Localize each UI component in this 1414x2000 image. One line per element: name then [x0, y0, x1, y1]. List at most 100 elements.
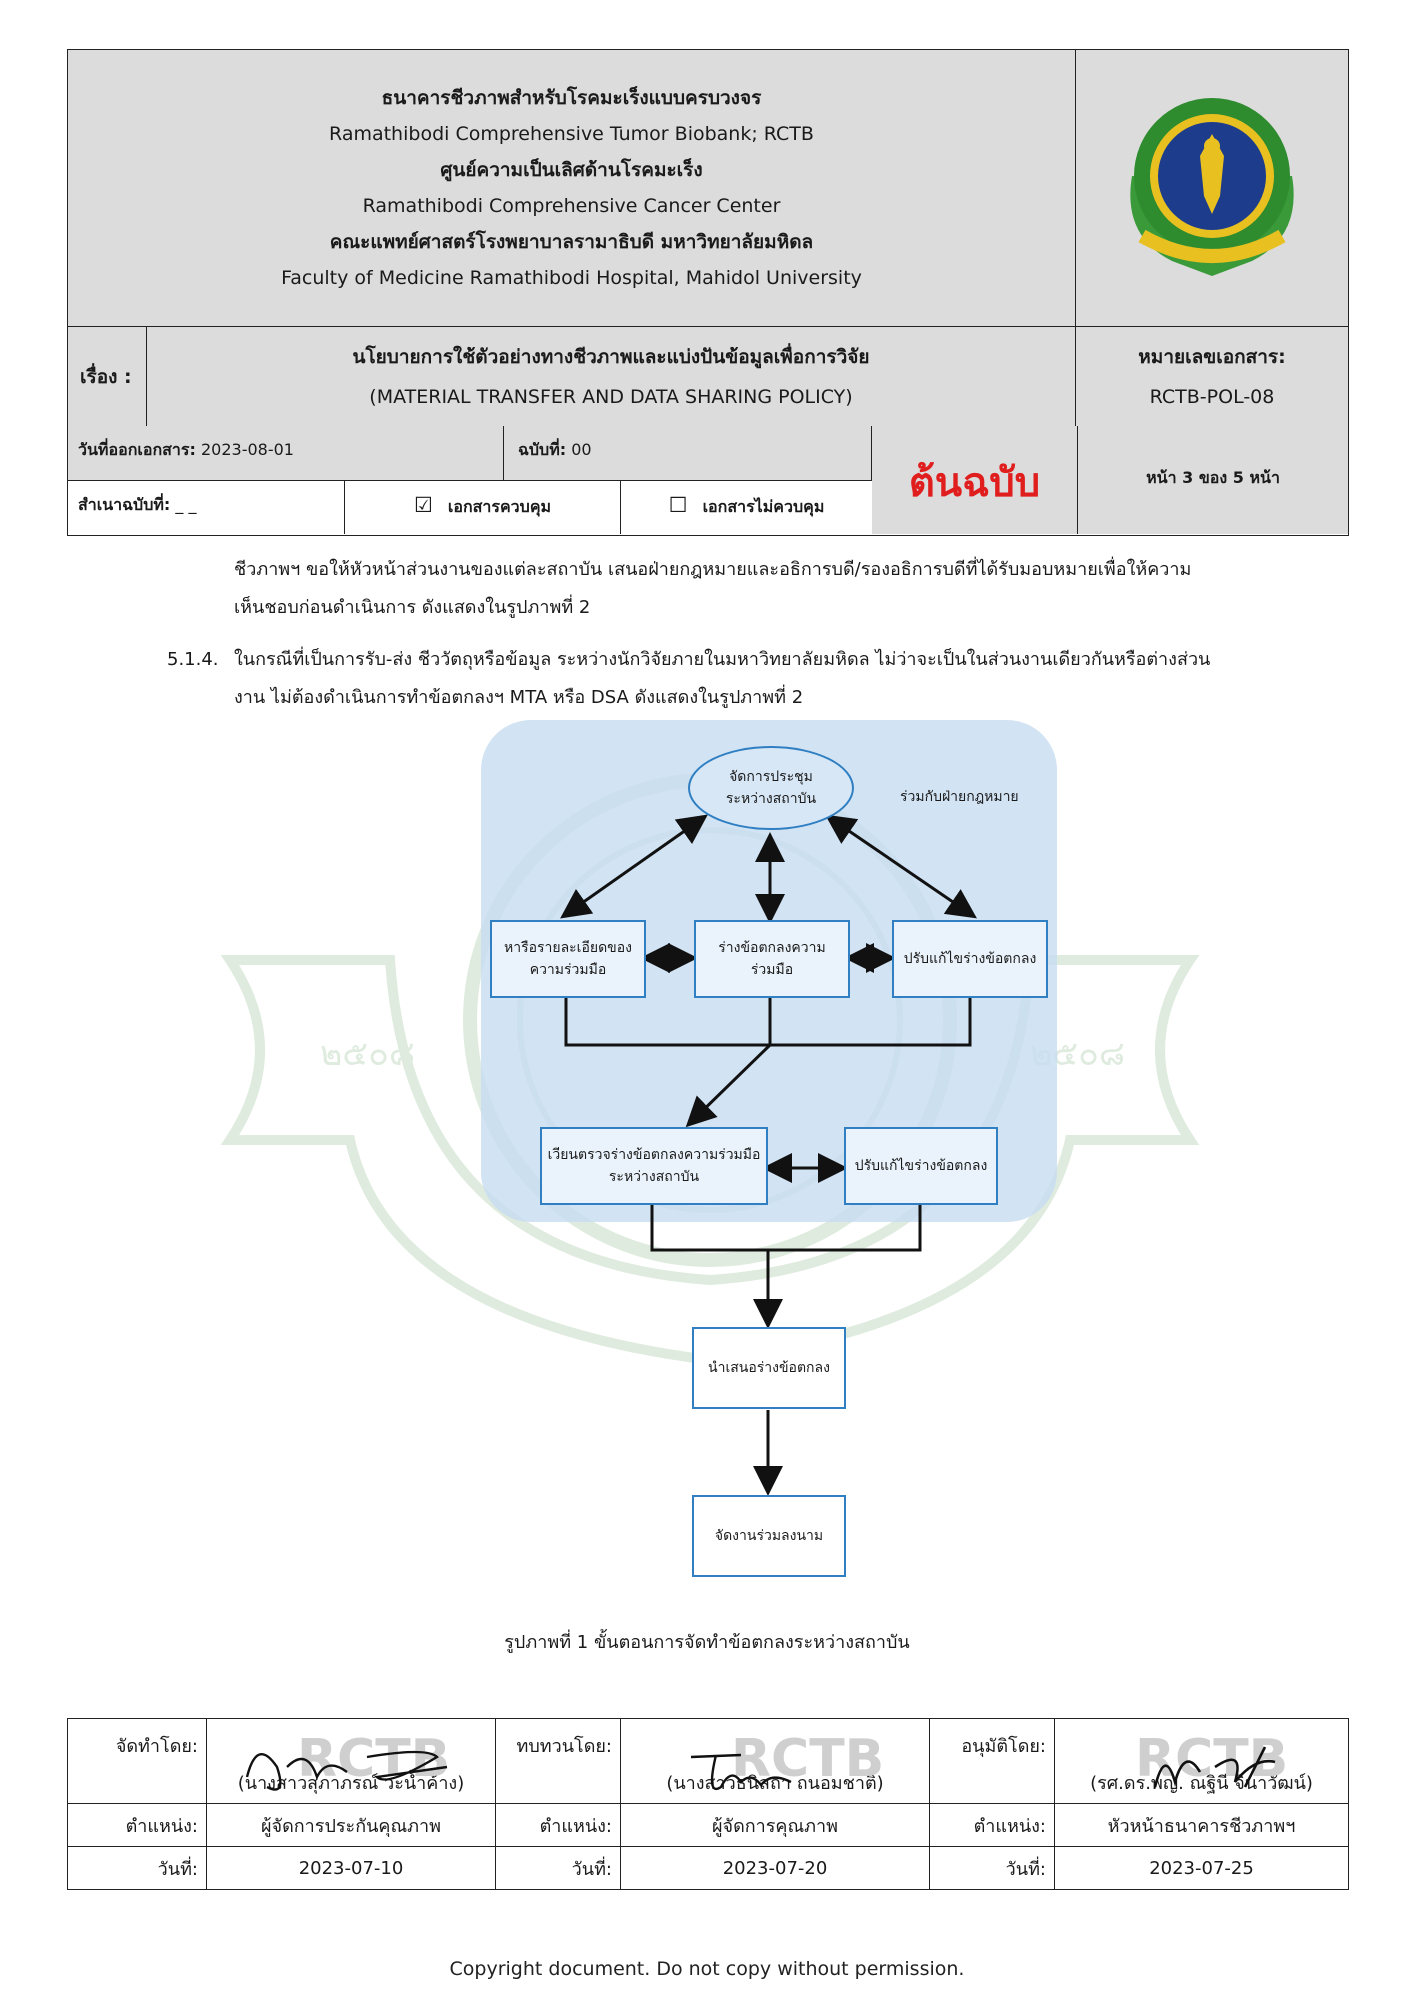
flow-node-meeting: จัดการประชุมระหว่างสถาบัน [688, 746, 854, 830]
approved-date-label: วันที่: [1005, 1858, 1046, 1880]
approved-signature-cell: RCTB [1054, 1718, 1349, 1789]
approval-table: จัดทำโดย: RCTB ทบทวนโดย: RCTB อนุมัติโดย… [67, 1718, 1349, 1890]
org-line-3: ศูนย์ความเป็นเลิศด้านโรคมะเร็ง [440, 159, 703, 181]
approved-signature [1153, 1746, 1276, 1788]
item-number: 5.1.4. [167, 649, 219, 670]
reviewed-position-cell: ผู้จัดการคุณภาพ [620, 1803, 930, 1847]
prepared-label-cell: จัดทำโดย: [67, 1718, 207, 1804]
org-line-4: Ramathibodi Comprehensive Cancer Center [362, 195, 781, 217]
flow-node-discuss: หารือรายละเอียดของความร่วมมือ [490, 920, 646, 998]
subject-thai: นโยบายการใช้ตัวอย่างทางชีวภาพและแบ่งปันข… [352, 345, 870, 368]
flow-meeting-line-1: จัดการประชุม [729, 769, 813, 785]
approved-date-cell: 2023-07-25 [1054, 1846, 1349, 1890]
edition-cell: ฉบับที่: 00 [504, 426, 872, 481]
original-stamp-cell: ต้นฉบับ [872, 426, 1078, 534]
controlled-checkbox[interactable]: ☑ [413, 493, 433, 517]
issue-date-label: วันที่ออกเอกสาร: [78, 440, 196, 459]
prepared-date-cell: 2023-07-10 [206, 1846, 496, 1890]
prepared-name: (นางสาวสุภาภรณ์ วะน้ำค้าง) [237, 1772, 465, 1794]
prepared-position: ผู้จัดการประกันคุณภาพ [261, 1815, 441, 1837]
faculty-logo [1130, 97, 1294, 276]
approved-position-label: ตำแหน่ง: [973, 1815, 1046, 1837]
org-line-1: ธนาคารชีวภาพสำหรับโรคมะเร็งแบบครบวงจร [381, 87, 762, 109]
flow-meeting-line-2: ระหว่างสถาบัน [725, 791, 817, 807]
flow-node-present: นำเสนอร่างข้อตกลง [692, 1327, 846, 1409]
org-line-5: คณะแพทย์ศาสตร์โรงพยาบาลรามาธิบดี มหาวิทย… [329, 231, 814, 253]
issue-date-cell: วันที่ออกเอกสาร: 2023-08-01 [68, 426, 504, 481]
paragraph-continuation: ชีวภาพฯ ขอให้หัวหน้าส่วนงานของแต่ละสถาบั… [234, 551, 1354, 627]
prepared-name-cell: (นางสาวสุภาภรณ์ วะน้ำค้าง) [206, 1761, 496, 1804]
flow-signing-label: จัดงานร่วมลงนาม [714, 1528, 824, 1544]
flow-present-label: นำเสนอร่างข้อตกลง [708, 1360, 830, 1376]
approved-position-label-cell: ตำแหน่ง: [929, 1803, 1055, 1847]
approved-position-cell: หัวหน้าธนาคารชีวภาพฯ [1054, 1803, 1349, 1847]
reviewed-date-label-cell: วันที่: [495, 1846, 621, 1890]
controlled-doc-cell: ☑ เอกสารควบคุม [345, 481, 621, 534]
subject-english: (MATERIAL TRANSFER AND DATA SHARING POLI… [369, 385, 853, 408]
prepared-signature [245, 1750, 448, 1791]
flow-revise-1-label: ปรับแก้ไขร่างข้อตกลง [903, 951, 1037, 967]
prepared-date-label-cell: วันที่: [67, 1846, 207, 1890]
edition-label: ฉบับที่: [518, 440, 567, 459]
flow-node-signing: จัดงานร่วมลงนาม [692, 1495, 846, 1577]
subject-label-cell: เรื่อง : [67, 326, 147, 427]
item-line-2: งาน ไม่ต้องดำเนินการทำข้อตกลงฯ MTA หรือ … [234, 687, 804, 708]
reviewed-signature-cell: RCTB [620, 1718, 930, 1790]
prepared-signature-watermark: RCTB [297, 1729, 451, 1789]
seal-year-left: ๒๕๐๘ [320, 1034, 415, 1074]
reviewed-label-cell: ทบทวนโดย: [495, 1718, 621, 1804]
copyright-notice: Copyright document. Do not copy without … [449, 1958, 965, 1980]
flow-draft-line-2: ร่วมมือ [750, 962, 794, 978]
issue-date: 2023-08-01 [200, 440, 294, 459]
flow-discuss-line-1: หารือรายละเอียดของ [503, 940, 632, 956]
paragraph-line-1: ชีวภาพฯ ขอให้หัวหน้าส่วนงานของแต่ละสถาบั… [234, 559, 1192, 580]
approved-date-label-cell: วันที่: [929, 1846, 1055, 1890]
edition: 00 [571, 440, 592, 459]
prepared-label: จัดทำโดย: [115, 1736, 198, 1757]
org-line-2: Ramathibodi Comprehensive Tumor Biobank;… [329, 123, 814, 145]
prepared-position-cell: ผู้จัดการประกันคุณภาพ [206, 1803, 496, 1847]
prepared-position-label-cell: ตำแหน่ง: [67, 1803, 207, 1847]
prepared-date: 2023-07-10 [298, 1857, 404, 1879]
reviewed-label: ทบทวนโดย: [516, 1736, 612, 1757]
doc-number-cell: หมายเลขเอกสาร: RCTB-POL-08 [1075, 326, 1349, 427]
paragraph-line-2: เห็นชอบก่อนดำเนินการ ดังแสดงในรูปภาพที่ … [234, 597, 591, 618]
approved-label: อนุมัติโดย: [961, 1736, 1046, 1757]
approved-date: 2023-07-25 [1149, 1857, 1254, 1879]
flow-node-circulate: เวียนตรวจร่างข้อตกลงความร่วมมือระหว่างสถ… [540, 1127, 768, 1205]
subject-label: เรื่อง : [80, 365, 132, 388]
prepared-signature-cell: RCTB [206, 1718, 496, 1791]
reviewed-signature [690, 1753, 792, 1790]
reviewed-position: ผู้จัดการคุณภาพ [711, 1815, 839, 1837]
page-number: หน้า 3 ของ 5 หน้า [1146, 468, 1280, 487]
item-line-1: ในกรณีที่เป็นการรับ-ส่ง ชีววัตถุหรือข้อม… [234, 649, 1211, 670]
flow-revise-2-label: ปรับแก้ไขร่างข้อตกลง [854, 1158, 988, 1174]
flow-circulate-line-2: ระหว่างสถาบัน [608, 1169, 700, 1185]
approved-name: (รศ.ดร.พญ. ณฐินี จินาวัฒน์) [1090, 1772, 1313, 1794]
document-header: ธนาคารชีวภาพสำหรับโรคมะเร็งแบบครบวงจร Ra… [67, 49, 1349, 427]
logo-cell [1075, 49, 1349, 327]
uncontrolled-checkbox[interactable]: ☐ [668, 493, 688, 517]
approved-signature-watermark: RCTB [1135, 1729, 1289, 1789]
uncontrolled-doc-cell: ☐ เอกสารไม่ควบคุม [621, 481, 872, 534]
reviewed-date-label: วันที่: [571, 1858, 612, 1880]
page-number-cell: หน้า 3 ของ 5 หน้า [1078, 426, 1348, 534]
flow-draft-line-1: ร่างข้อตกลงความ [718, 940, 826, 956]
flow-discuss-line-2: ความร่วมมือ [529, 962, 607, 978]
reviewed-date: 2023-07-20 [722, 1857, 828, 1879]
copy-number: _ _ [175, 495, 197, 514]
flow-node-draft: ร่างข้อตกลงความร่วมมือ [694, 920, 850, 998]
flow-circulate-line-1: เวียนตรวจร่างข้อตกลงความร่วมมือ [547, 1147, 761, 1163]
item-5-1-4: 5.1.4. ในกรณีที่เป็นการรับ-ส่ง ชีววัตถุห… [167, 641, 1357, 717]
reviewed-position-label: ตำแหน่ง: [539, 1815, 612, 1837]
reviewed-position-label-cell: ตำแหน่ง: [495, 1803, 621, 1847]
controlled-label: เอกสารควบคุม [447, 497, 552, 516]
doc-number-label: หมายเลขเอกสาร: [1138, 345, 1286, 368]
prepared-date-label: วันที่: [157, 1858, 198, 1880]
org-line-6: Faculty of Medicine Ramathibodi Hospital… [281, 267, 862, 289]
flow-node-revise-1: ปรับแก้ไขร่างข้อตกลง [892, 920, 1048, 998]
copy-number-label: สำเนาฉบับที่: [78, 495, 171, 514]
prepared-position-label: ตำแหน่ง: [125, 1815, 198, 1837]
subject-cell: นโยบายการใช้ตัวอย่างทางชีวภาพและแบ่งปันข… [146, 326, 1076, 427]
